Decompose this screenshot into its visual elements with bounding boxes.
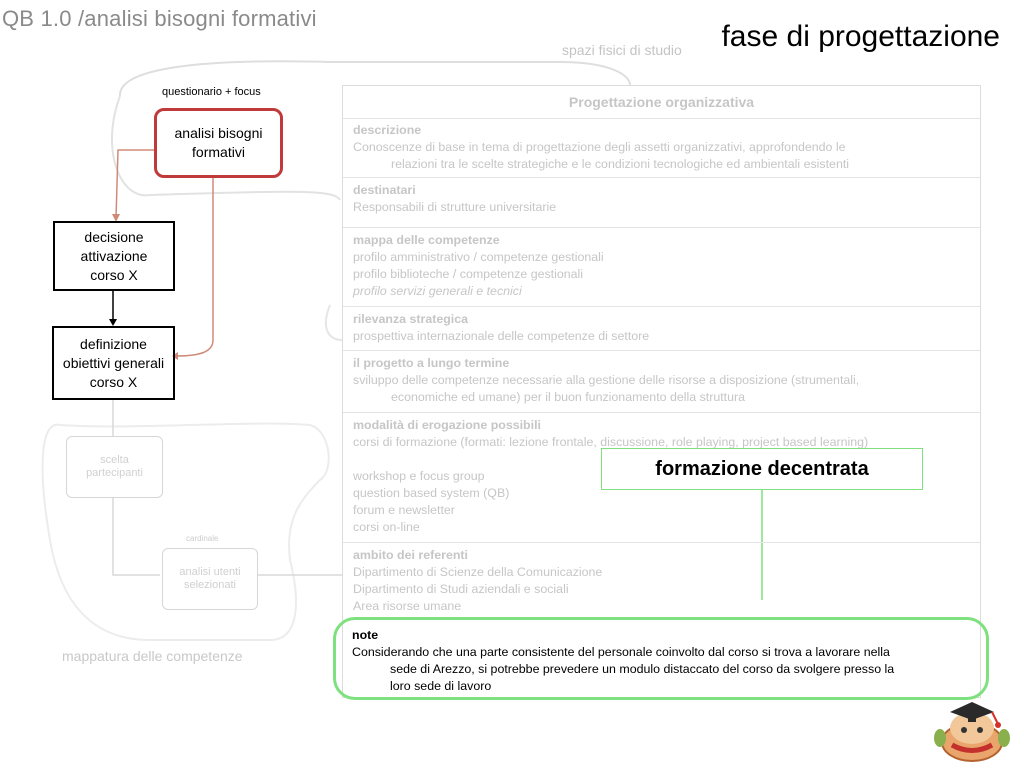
- faded-blob-bottom: [41, 422, 330, 641]
- analisi-utenti-line: selezionati: [184, 579, 236, 591]
- panel-title: Progettazione organizzativa: [343, 86, 980, 119]
- connector-scelta-analisi: [112, 498, 160, 576]
- progettazione-panel: Progettazione organizzativa descrizione …: [342, 85, 981, 698]
- scelta-partecipanti-box: scelta partecipanti: [66, 436, 163, 498]
- section-text: workshop e focus group: [353, 469, 485, 483]
- section-text: profilo biblioteche / competenze gestion…: [353, 267, 584, 281]
- didattica-logo-icon: [934, 702, 1010, 762]
- definizione-line: obiettivi generali: [62, 354, 165, 371]
- note-highlight: [333, 617, 989, 700]
- section-rilevanza: rilevanza strategica prospettiva interna…: [343, 307, 980, 351]
- section-heading: descrizione: [353, 123, 422, 137]
- section-heading: ambito dei referenti: [353, 548, 468, 562]
- section-progetto: il progetto a lungo termine sviluppo del…: [343, 351, 980, 413]
- definizione-line: corso X: [89, 373, 138, 390]
- faded-loop-right: [324, 304, 343, 341]
- arrowhead: [172, 352, 178, 360]
- section-ambito: ambito dei referenti Dipartimento di Sci…: [343, 543, 980, 621]
- section-destinatari: destinatari Responsabili di strutture un…: [343, 178, 980, 228]
- section-text: economiche ed umane) per il buon funzion…: [391, 390, 746, 404]
- section-text: sviluppo delle competenze necessarie all…: [353, 373, 860, 387]
- section-heading: mappa delle competenze: [353, 233, 500, 247]
- section-text: Conoscenze di base in tema di progettazi…: [353, 140, 846, 154]
- note-section: note Considerando che una parte consiste…: [352, 627, 980, 695]
- section-modalita: modalità di erogazione possibili corsi d…: [343, 413, 980, 543]
- decisione-line: attivazione: [80, 247, 148, 264]
- section-text: prospettiva internazionale delle compete…: [353, 329, 650, 343]
- analisi-bisogni-label: analisi bisogni formativi: [174, 125, 263, 160]
- section-heading: il progetto a lungo termine: [353, 356, 510, 370]
- decisione-box[interactable]: decisione attivazione corso X: [53, 221, 175, 291]
- mappatura-label: mappatura delle competenze: [62, 648, 243, 664]
- arrowhead: [109, 319, 117, 326]
- note-line: loro sede di lavoro: [390, 679, 492, 693]
- analisi-bisogni-box[interactable]: analisi bisogni formativi: [154, 108, 283, 178]
- section-text: Dipartimento di Studi aziendali e social…: [353, 582, 569, 596]
- analisi-utenti-line: analisi utenti: [179, 566, 241, 578]
- section-text: Dipartimento di Scienze della Comunicazi…: [353, 565, 603, 579]
- section-text: Area risorse umane: [353, 599, 462, 613]
- note-line: Considerando che una parte consistente d…: [352, 645, 890, 659]
- section-text: profilo servizi generali e tecnici: [353, 284, 522, 298]
- arrowhead: [112, 214, 120, 222]
- spazi-fisici-label: spazi fisici di studio: [562, 42, 682, 58]
- phase-title: fase di progettazione: [721, 20, 1000, 53]
- formazione-decentrata-callout: formazione decentrata: [601, 448, 923, 490]
- faded-loop-left: [111, 95, 341, 201]
- section-heading: destinatari: [353, 183, 416, 197]
- section-text: question based system (QB): [353, 486, 510, 500]
- analisi-utenti-box: analisi utenti selezionati: [162, 548, 258, 610]
- faded-loop-top: [118, 60, 631, 97]
- section-text: Responsabili di strutture universitarie: [353, 200, 557, 214]
- section-mappa: mappa delle competenze profilo amministr…: [343, 228, 980, 307]
- section-heading: modalità di erogazione possibili: [353, 418, 541, 432]
- slide-title: QB 1.0 /analisi bisogni formativi: [2, 6, 317, 31]
- cardinale-label: cardinale: [186, 534, 219, 543]
- note-line: sede di Arezzo, si potrebbe prevedere un…: [390, 662, 895, 676]
- section-text: corsi di formazione (formati: lezione fr…: [353, 435, 869, 449]
- section-text: relazioni tra le scelte strategiche e le…: [391, 157, 850, 171]
- questionario-focus-label: questionario + focus: [162, 86, 261, 98]
- decisione-line: corso X: [90, 266, 138, 283]
- connector-analisi-decisione: [115, 149, 155, 219]
- definizione-line: definizione: [80, 335, 147, 352]
- scelta-line: partecipanti: [86, 467, 143, 479]
- section-descrizione: descrizione Conoscenze di base in tema d…: [343, 118, 980, 178]
- scelta-line: scelta: [100, 454, 129, 466]
- definizione-box[interactable]: definizione obiettivi generali corso X: [52, 326, 175, 400]
- section-text: forum e newsletter: [353, 503, 455, 517]
- note-heading: note: [352, 628, 379, 642]
- section-text: profilo amministrativo / competenze gest…: [353, 250, 604, 264]
- section-heading: rilevanza strategica: [353, 312, 469, 326]
- connector-analisi-definizione: [175, 178, 214, 357]
- decisione-line: decisione: [84, 228, 144, 245]
- section-text: corsi on-line: [353, 520, 420, 534]
